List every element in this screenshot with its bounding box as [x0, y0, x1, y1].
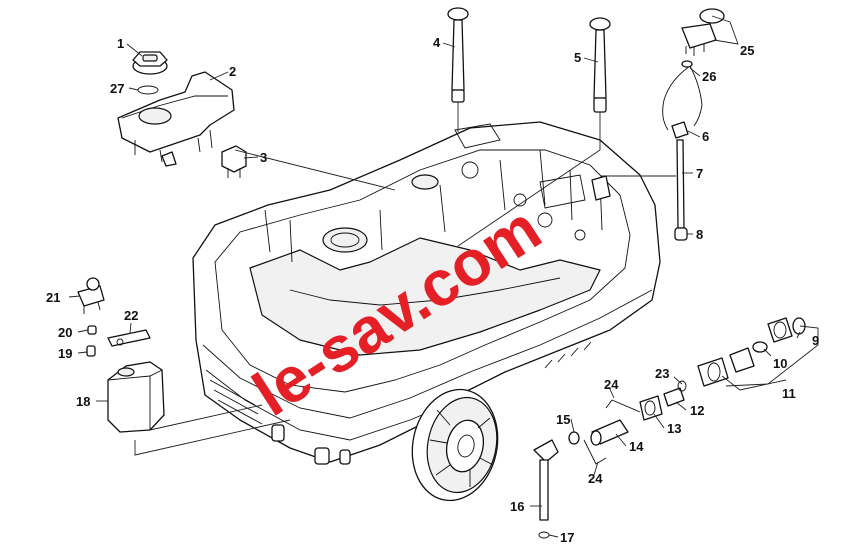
part-16-lance — [533, 439, 559, 521]
callout-14: 14 — [629, 439, 644, 454]
callout-16: 16 — [510, 499, 524, 514]
part-14-cylinder — [590, 419, 629, 446]
part-25-switch — [681, 8, 725, 56]
part-12-adapter — [663, 380, 687, 407]
part-24-clip-lower — [583, 439, 607, 465]
detergent-tank-icon — [107, 361, 165, 433]
callout-17: 17 — [560, 530, 574, 545]
part-10-nut — [752, 317, 793, 353]
callout-27: 27 — [110, 81, 124, 96]
part-27-o-ring — [137, 85, 159, 95]
callout-8: 8 — [696, 227, 703, 242]
callout-19: 19 — [58, 346, 72, 361]
leader-lines — [68, 15, 819, 538]
callout-9: 9 — [812, 333, 819, 348]
part-21-valve — [77, 277, 105, 314]
callout-18: 18 — [76, 394, 90, 409]
part-8-fitting — [674, 227, 688, 241]
part-15-ring — [568, 431, 580, 445]
callout-23: 23 — [655, 366, 669, 381]
housing-base-icon — [192, 121, 661, 465]
part-3-clip — [221, 145, 247, 178]
part-5-rod — [589, 17, 611, 113]
callout-5: 5 — [574, 50, 581, 65]
part-22-strap — [107, 329, 151, 347]
part-11-connector — [697, 347, 755, 387]
callout-4: 4 — [433, 35, 441, 50]
callout-13: 13 — [667, 421, 681, 436]
part-17-ring — [538, 531, 550, 539]
callout-1: 1 — [117, 36, 124, 51]
callout-20: 20 — [58, 325, 72, 340]
callout-22: 22 — [124, 308, 138, 323]
part-13-nut — [639, 395, 663, 421]
part-7-tube — [676, 139, 685, 229]
callout-26: 26 — [702, 69, 716, 84]
callout-7: 7 — [696, 166, 703, 181]
callout-labels: 1 2 27 3 4 5 25 26 6 7 8 9 10 11 12 13 1… — [46, 35, 819, 545]
part-1-cap — [132, 51, 168, 75]
callout-12: 12 — [690, 403, 704, 418]
part-19-plug — [86, 345, 96, 357]
part-6-connector — [671, 121, 689, 139]
callout-6: 6 — [702, 129, 709, 144]
callout-3: 3 — [260, 150, 267, 165]
callout-21: 21 — [46, 290, 60, 305]
part-26-hose — [662, 60, 703, 131]
callout-24-upper: 24 — [604, 377, 619, 392]
callout-15: 15 — [556, 412, 570, 427]
callout-25: 25 — [740, 43, 754, 58]
part-2-tank-lid — [117, 71, 235, 167]
callout-24-lower: 24 — [588, 471, 603, 486]
part-4-rod — [447, 7, 469, 103]
wheel-icon — [411, 388, 499, 502]
callout-2: 2 — [229, 64, 236, 79]
part-20-seal — [87, 325, 97, 335]
callout-11: 11 — [782, 386, 796, 401]
part-24-clip-upper — [605, 399, 641, 413]
callout-10: 10 — [773, 356, 787, 371]
